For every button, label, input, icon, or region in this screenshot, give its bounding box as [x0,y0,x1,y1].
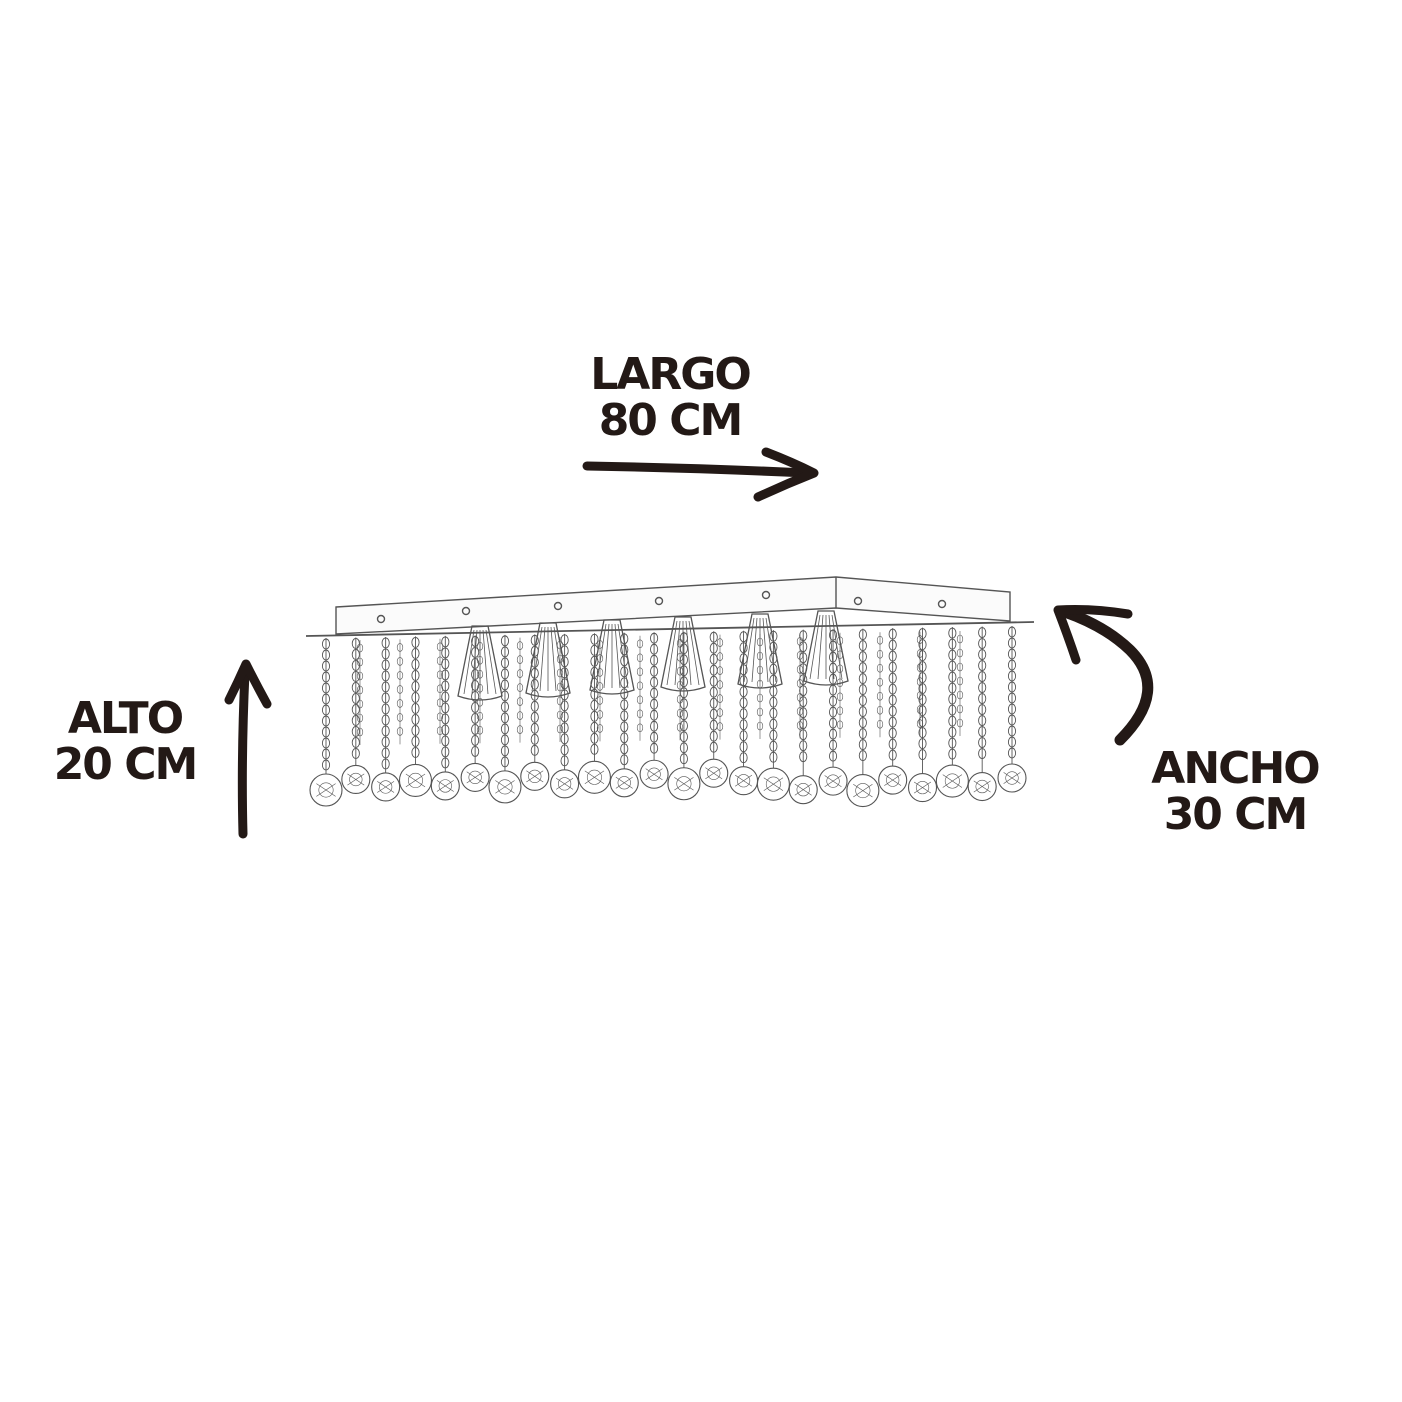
alto-value: 20 CM [53,739,199,790]
alto-dimension-label: ALTO 20 CM [40,696,210,788]
alto-label: ALTO [67,693,184,744]
ancho-value: 30 CM [1163,789,1309,840]
largo-label: LARGO [590,349,752,400]
up-arrow-icon [224,659,272,839]
ancho-label: ANCHO [1151,743,1320,794]
ancho-dimension-label: ANCHO 30 CM [1130,746,1340,838]
right-arrow-icon [582,447,819,502]
curved-arrow-icon [1053,605,1154,746]
largo-value: 80 CM [598,395,744,446]
largo-dimension-label: LARGO 80 CM [560,352,780,444]
chandelier-sketch [305,576,1035,808]
